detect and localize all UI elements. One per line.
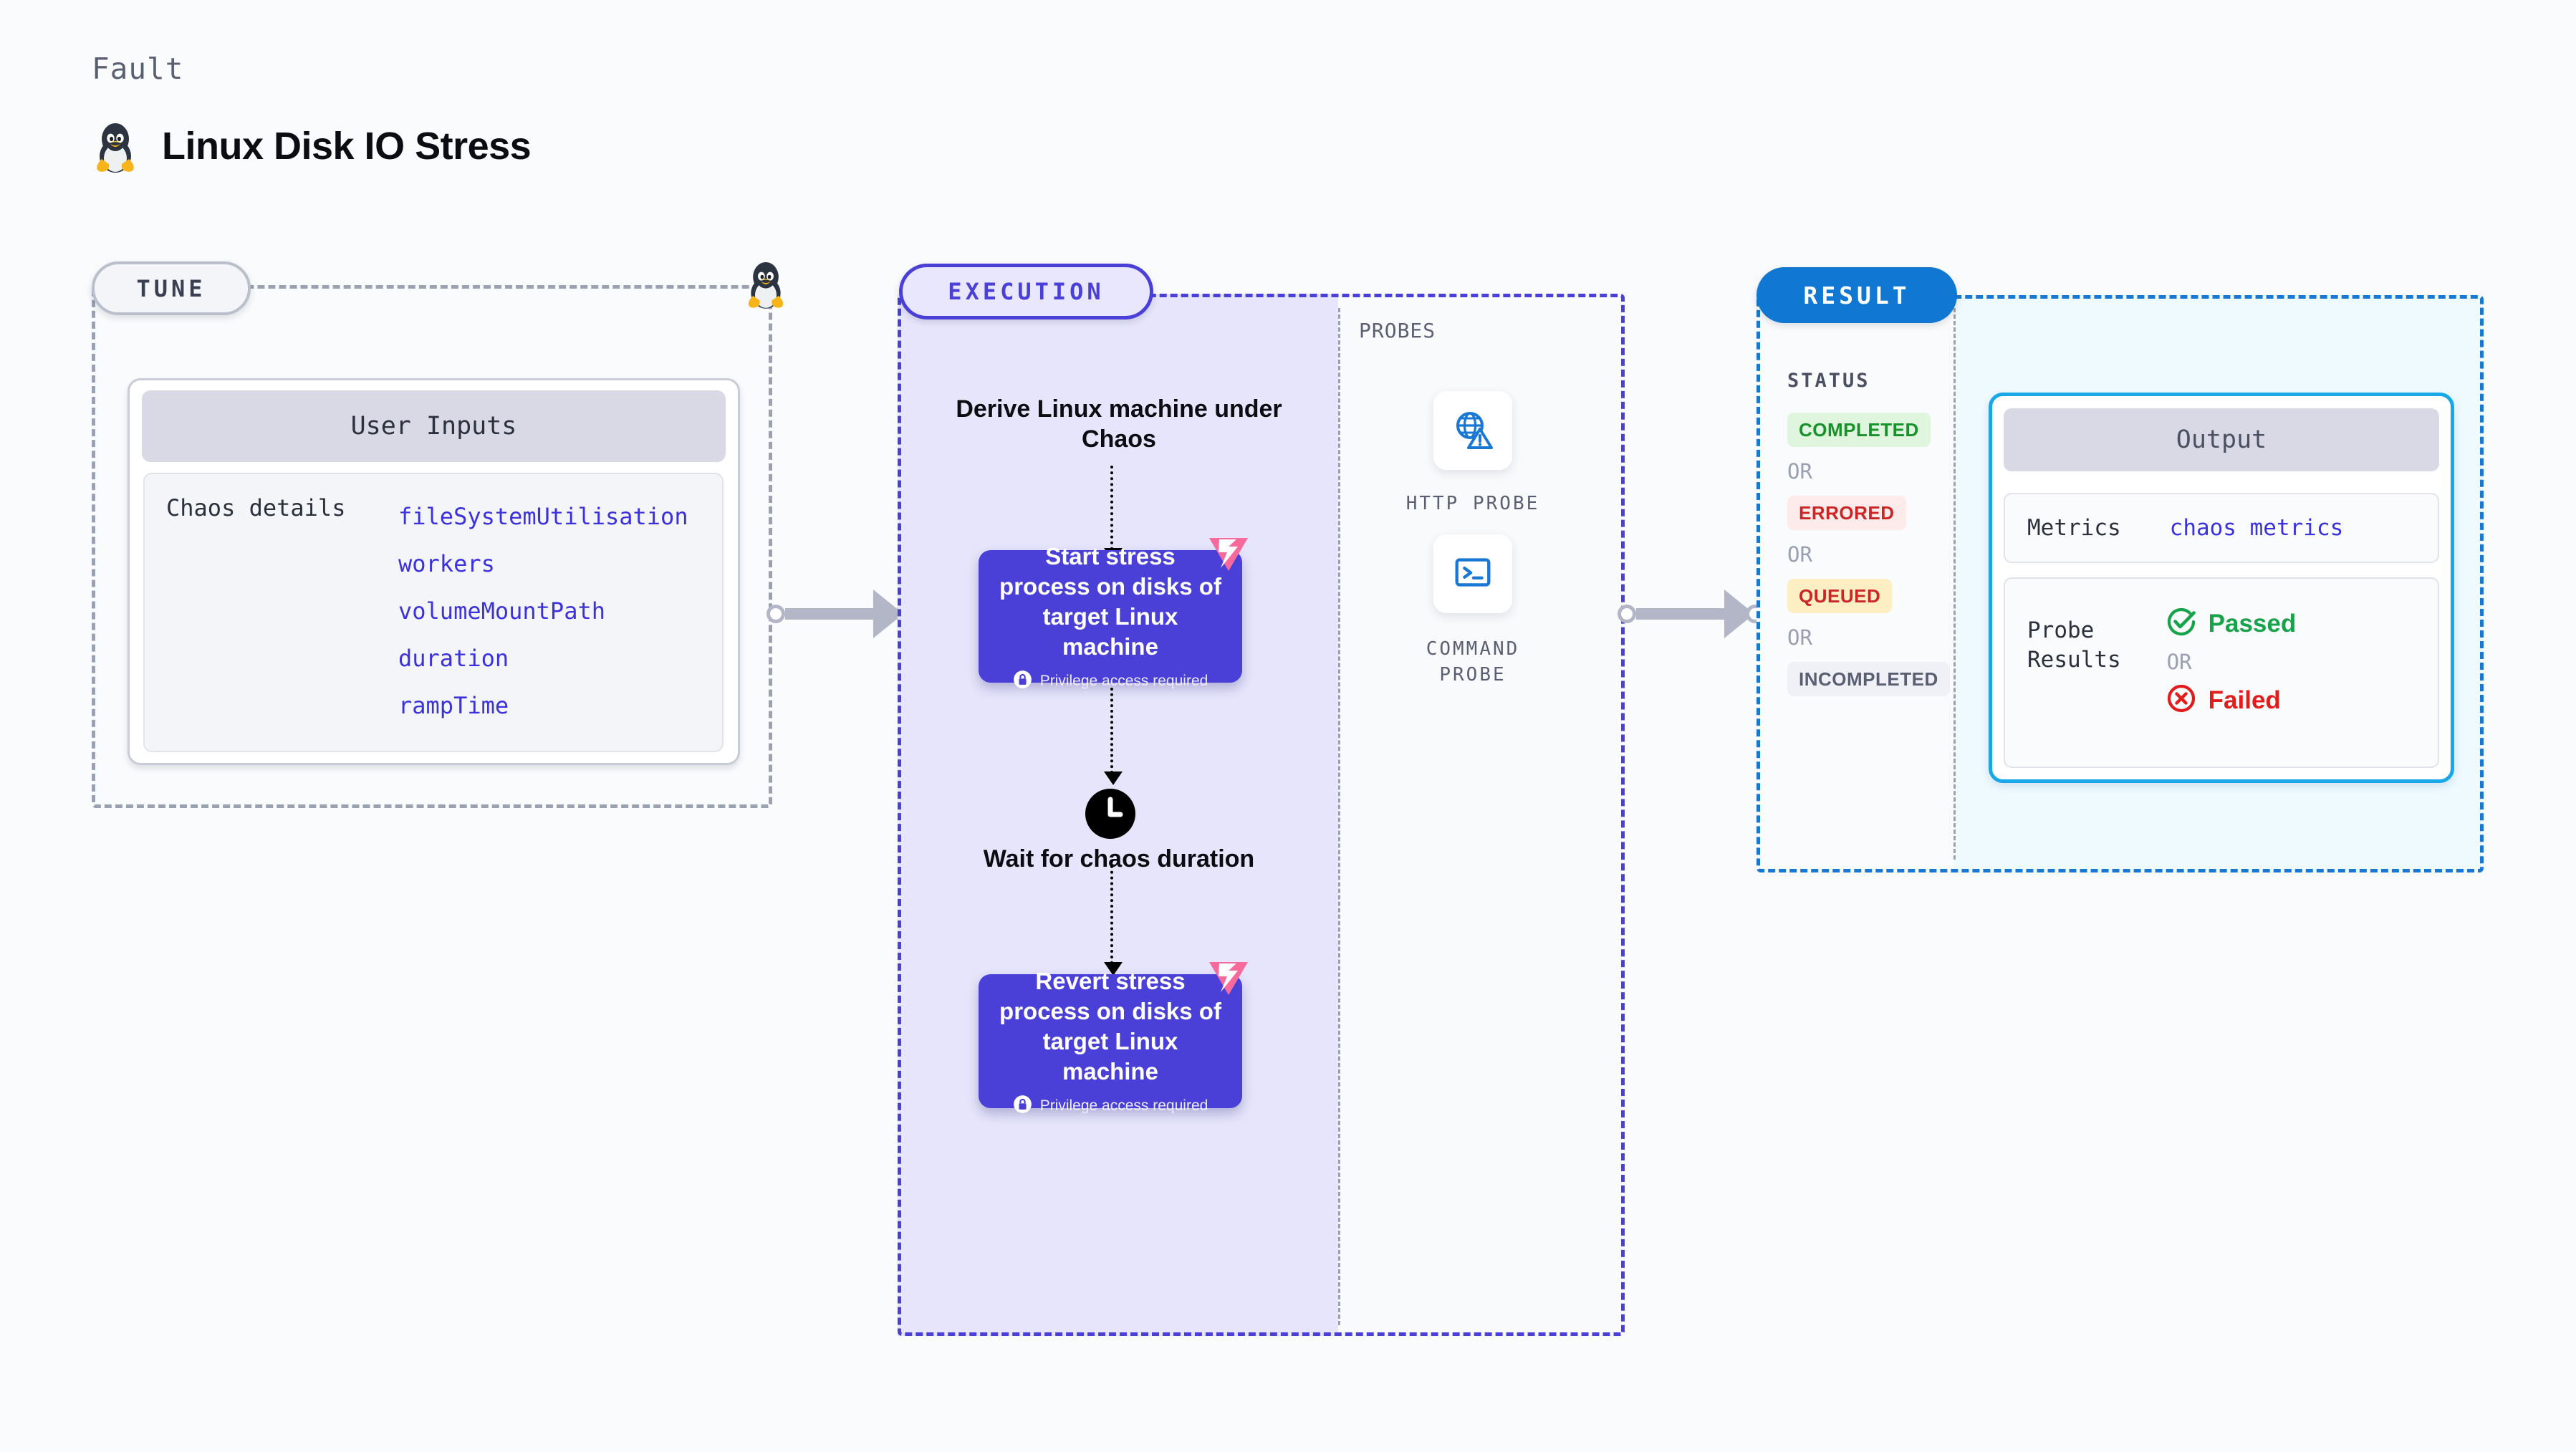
command-probe-label: COMMAND PROBE bbox=[1426, 638, 1520, 686]
check-circle-icon bbox=[2166, 606, 2197, 641]
result-divider bbox=[1953, 308, 1956, 860]
command-probe-tile[interactable] bbox=[1433, 534, 1512, 613]
connector-tune-to-execution bbox=[766, 590, 913, 638]
tune-param-item[interactable]: rampTime bbox=[398, 692, 509, 719]
status-badge: QUEUED bbox=[1787, 579, 1893, 613]
tune-param-item[interactable]: fileSystemUtilisation bbox=[398, 503, 688, 530]
metrics-value[interactable]: chaos metrics bbox=[2169, 515, 2344, 541]
x-circle-icon bbox=[2166, 683, 2197, 718]
litmus-logo-icon bbox=[1205, 535, 1252, 575]
probes-section-label: PROBES bbox=[1359, 319, 1436, 342]
fault-kicker-label: Fault bbox=[92, 52, 184, 86]
metrics-key-label: Metrics bbox=[2027, 515, 2121, 541]
probe-result-failed: Failed bbox=[2166, 683, 2297, 718]
status-badge-list: COMPLETED OR ERRORED OR QUEUED OR INCOMP… bbox=[1787, 413, 1950, 696]
chaos-details-label: Chaos details bbox=[166, 494, 346, 521]
flow-arrow-down bbox=[1104, 860, 1123, 976]
privilege-note-label: Privilege access required bbox=[1039, 1097, 1208, 1114]
lock-icon bbox=[1013, 670, 1032, 693]
globe-warning-icon bbox=[1450, 406, 1496, 456]
result-stage-box bbox=[1756, 295, 2484, 872]
user-inputs-header: User Inputs bbox=[142, 390, 726, 462]
page-title: Linux Disk IO Stress bbox=[162, 125, 532, 168]
terminal-icon bbox=[1451, 550, 1495, 598]
status-badge: ERRORED bbox=[1787, 496, 1906, 530]
or-separator: OR bbox=[1787, 542, 1812, 567]
tune-param-list: fileSystemUtilisation workers volumeMoun… bbox=[398, 493, 688, 729]
http-probe-label: HTTP PROBE bbox=[1405, 493, 1540, 514]
or-separator: OR bbox=[1787, 459, 1812, 484]
fault-title-row: Linux Disk IO Stress bbox=[92, 119, 532, 173]
execution-stage-box bbox=[898, 294, 1625, 1336]
connector-dot-start bbox=[766, 605, 785, 623]
probe-result-passed: Passed bbox=[2166, 606, 2297, 641]
lock-icon bbox=[1013, 1095, 1032, 1117]
litmus-logo-icon bbox=[1205, 959, 1252, 999]
connector-execution-to-result bbox=[1618, 590, 1764, 638]
tune-params-panel bbox=[143, 473, 724, 752]
probe-result-passed-label: Passed bbox=[2208, 609, 2297, 638]
metrics-row: Metrics chaos metrics bbox=[2004, 493, 2439, 563]
probes-divider bbox=[1338, 308, 1340, 1325]
http-probe-tile[interactable] bbox=[1433, 391, 1512, 470]
status-badge: INCOMPLETED bbox=[1787, 662, 1950, 696]
linux-penguin-icon bbox=[92, 119, 139, 173]
status-section-label: STATUS bbox=[1787, 370, 1870, 392]
probe-result-failed-label: Failed bbox=[2208, 686, 2281, 714]
or-separator: OR bbox=[2166, 650, 2192, 674]
connector-line bbox=[785, 608, 875, 620]
revert-stress-node-title: Revert stress process on disks of target… bbox=[999, 968, 1221, 1085]
start-stress-node[interactable]: Start stress process on disks of target … bbox=[979, 538, 1248, 689]
or-separator: OR bbox=[1787, 625, 1812, 650]
flow-arrow-down bbox=[1104, 688, 1123, 785]
derive-step-label: Derive Linux machine under Chaos bbox=[956, 395, 1282, 453]
connector-line bbox=[1636, 608, 1726, 620]
output-header: Output bbox=[2004, 408, 2439, 471]
start-stress-node-title: Start stress process on disks of target … bbox=[999, 543, 1221, 660]
privilege-note-label: Privilege access required bbox=[1039, 673, 1208, 689]
probe-results-values: Passed OR Failed bbox=[2166, 606, 2297, 718]
privilege-note: Privilege access required bbox=[1013, 670, 1208, 693]
result-stage-pill[interactable]: RESULT bbox=[1756, 267, 1957, 323]
tune-stage-box bbox=[92, 285, 772, 808]
probe-results-row: Probe Results Passed OR Failed bbox=[2004, 577, 2439, 768]
wait-step-label: Wait for chaos duration bbox=[983, 845, 1255, 872]
tune-param-item[interactable]: duration bbox=[398, 645, 509, 672]
execution-stage-pill[interactable]: EXECUTION bbox=[899, 264, 1153, 319]
linux-penguin-corner-icon bbox=[744, 258, 788, 313]
tune-param-item[interactable]: workers bbox=[398, 550, 495, 577]
status-badge: COMPLETED bbox=[1787, 413, 1931, 447]
tune-param-item[interactable]: volumeMountPath bbox=[398, 597, 605, 625]
connector-dot-start bbox=[1618, 605, 1636, 623]
privilege-note: Privilege access required bbox=[1013, 1095, 1208, 1117]
clock-icon bbox=[1085, 788, 1136, 843]
revert-stress-node[interactable]: Revert stress process on disks of target… bbox=[979, 962, 1248, 1114]
flow-arrow-down bbox=[1104, 466, 1123, 562]
tune-stage-pill[interactable]: TUNE bbox=[92, 261, 251, 315]
probe-results-key-label: Probe Results bbox=[2027, 617, 2121, 673]
